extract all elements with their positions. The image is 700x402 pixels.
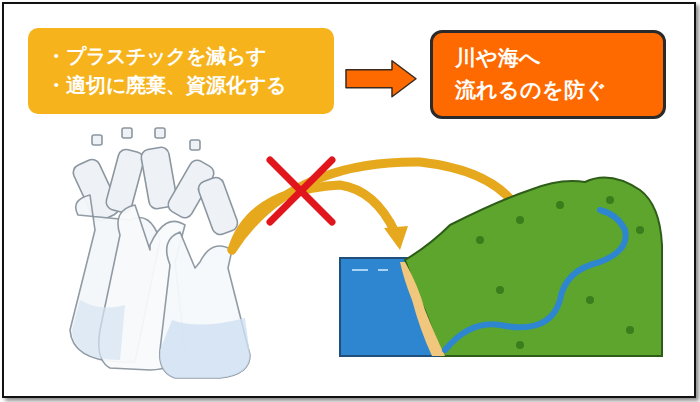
action-box: ・プラスチックを減らす・適切に廃棄、資源化する bbox=[28, 28, 334, 114]
plastic-waste bbox=[70, 128, 250, 378]
beach bbox=[400, 262, 445, 356]
mountains bbox=[405, 178, 662, 357]
block-arrow bbox=[346, 61, 416, 97]
box-text: ・プラスチックを減らす bbox=[46, 42, 266, 71]
waves bbox=[352, 269, 388, 271]
red-cross bbox=[270, 160, 332, 222]
box-text: ・適切に廃棄、資源化する bbox=[46, 71, 286, 100]
box-text: 川や海へ 流れるのを防ぐ bbox=[455, 43, 608, 106]
trees bbox=[476, 196, 644, 349]
goal-box: 川や海へ 流れるのを防ぐ bbox=[430, 30, 666, 119]
river bbox=[445, 210, 626, 350]
